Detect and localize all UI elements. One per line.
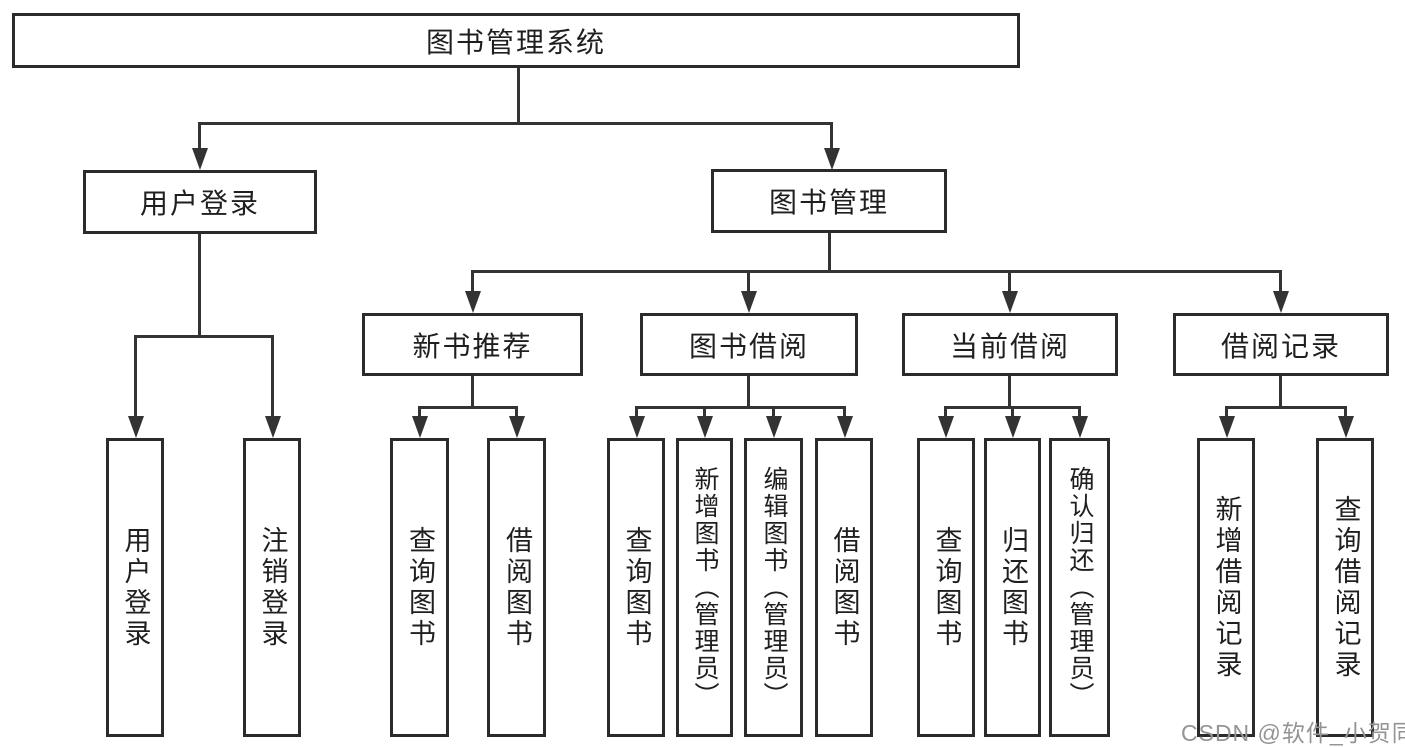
arrowhead-rec-borrow [509, 416, 525, 438]
arrowhead-current-borrow [1002, 291, 1018, 313]
node-br-add-record: 新增借阅记录 [1197, 438, 1255, 737]
node-cb-query-book: 查询图书 [917, 438, 975, 737]
node-root-label: 图书管理系统 [425, 26, 606, 58]
node-user-login: 用户登录 [83, 170, 317, 234]
connector-drop-bb-edit [772, 406, 775, 420]
arrowhead-bb-edit [766, 416, 782, 438]
node-bb-edit-book-label: 编辑图书（管理员） [760, 466, 788, 709]
connector-drop-user-login [198, 122, 201, 152]
connector-br-stem [1279, 376, 1282, 406]
connector-drop-bb-query [635, 406, 638, 420]
node-rec-borrow-book-label: 借阅图书 [502, 525, 532, 650]
node-br-add-record-label: 新增借阅记录 [1211, 494, 1242, 681]
connector-root-stem [517, 68, 520, 122]
connector-login-stem [198, 234, 201, 335]
node-leaf-user-login: 用户登录 [106, 438, 164, 737]
node-bb-add-book-label: 新增图书（管理员） [691, 466, 719, 709]
node-borrow-records-label: 借阅记录 [1220, 330, 1341, 362]
node-borrow-records: 借阅记录 [1173, 313, 1389, 376]
connector-drop-new-book-rec [471, 270, 474, 295]
arrowhead-user-login [192, 148, 208, 170]
connector-drop-current-borrow [1008, 270, 1011, 295]
connector-level1-rail [198, 122, 833, 125]
node-current-borrow-label: 当前借阅 [949, 330, 1070, 362]
connector-drop-leaf-user-login [134, 335, 137, 418]
connector-drop-rec-borrow [515, 406, 518, 420]
node-br-query-record-label: 查询借阅记录 [1330, 494, 1361, 681]
node-cb-confirm-return: 确认归还（管理员） [1049, 438, 1110, 737]
connector-rec-rail [418, 406, 518, 409]
arrowhead-leaf-user-login [128, 416, 144, 438]
connector-cb-stem [1008, 376, 1011, 406]
connector-drop-bb-add [703, 406, 706, 420]
connector-drop-br-add [1225, 406, 1228, 420]
node-cb-confirm-return-label: 确认归还（管理员） [1066, 466, 1094, 709]
connector-mgmt-stem [828, 233, 831, 270]
arrowhead-cb-return [1005, 416, 1021, 438]
arrowhead-bb-query [629, 416, 645, 438]
node-current-borrow: 当前借阅 [902, 313, 1118, 376]
connector-drop-bb-borrow [843, 406, 846, 420]
arrowhead-bb-borrow [837, 416, 853, 438]
connector-drop-cb-confirm [1078, 406, 1081, 420]
node-bb-borrow-book: 借阅图书 [815, 438, 873, 737]
node-new-book-rec-label: 新书推荐 [412, 330, 533, 362]
arrowhead-bb-add [697, 416, 713, 438]
node-leaf-logout: 注销登录 [243, 438, 301, 737]
arrowhead-cb-query [938, 416, 954, 438]
node-new-book-rec: 新书推荐 [362, 313, 583, 376]
node-book-mgmt-label: 图书管理 [768, 187, 889, 218]
connector-drop-cb-query [944, 406, 947, 420]
watermark: CSDN @软件_小贺同学 [1181, 720, 1405, 746]
connector-br-rail [1225, 406, 1347, 409]
node-rec-query-book-label: 查询图书 [405, 525, 435, 650]
arrowhead-br-query [1338, 416, 1354, 438]
node-bb-query-book-label: 查询图书 [621, 525, 652, 650]
node-br-query-record: 查询借阅记录 [1316, 438, 1374, 737]
node-cb-return-book-label: 归还图书 [998, 525, 1028, 650]
node-book-borrow: 图书借阅 [640, 313, 858, 376]
node-bb-add-book: 新增图书（管理员） [676, 438, 733, 737]
node-bb-query-book: 查询图书 [607, 438, 665, 737]
node-book-mgmt: 图书管理 [711, 169, 947, 233]
connector-drop-book-mgmt [830, 122, 833, 152]
connector-drop-leaf-logout [271, 335, 274, 418]
connector-drop-rec-query [418, 406, 421, 420]
node-book-borrow-label: 图书借阅 [688, 330, 809, 362]
node-rec-query-book: 查询图书 [390, 438, 449, 737]
connector-rec-stem [471, 376, 474, 406]
arrowhead-rec-query [412, 416, 428, 438]
arrowhead-cb-confirm [1072, 416, 1088, 438]
arrowhead-new-book-rec [465, 291, 481, 313]
node-leaf-user-login-label: 用户登录 [120, 525, 151, 650]
node-rec-borrow-book: 借阅图书 [487, 438, 546, 737]
node-root: 图书管理系统 [12, 13, 1020, 68]
node-user-login-label: 用户登录 [139, 188, 260, 219]
connector-level2-rail [471, 270, 1282, 273]
connector-login-rail [134, 335, 274, 338]
arrowhead-borrow-records [1273, 291, 1289, 313]
connector-drop-br-query [1344, 406, 1347, 420]
arrowhead-book-borrow [741, 291, 757, 313]
arrowhead-leaf-logout [265, 416, 281, 438]
connector-drop-cb-return [1011, 406, 1014, 420]
arrowhead-book-mgmt [824, 148, 840, 170]
node-cb-return-book: 归还图书 [984, 438, 1041, 737]
node-bb-edit-book: 编辑图书（管理员） [744, 438, 803, 737]
connector-bb-stem [747, 376, 750, 406]
arrowhead-br-add [1219, 416, 1235, 438]
connector-drop-borrow-records [1279, 270, 1282, 295]
connector-bb-rail [635, 406, 846, 409]
connector-drop-book-borrow [747, 270, 750, 295]
node-leaf-logout-label: 注销登录 [257, 525, 288, 650]
node-bb-borrow-book-label: 借阅图书 [829, 525, 860, 650]
node-cb-query-book-label: 查询图书 [931, 525, 962, 650]
